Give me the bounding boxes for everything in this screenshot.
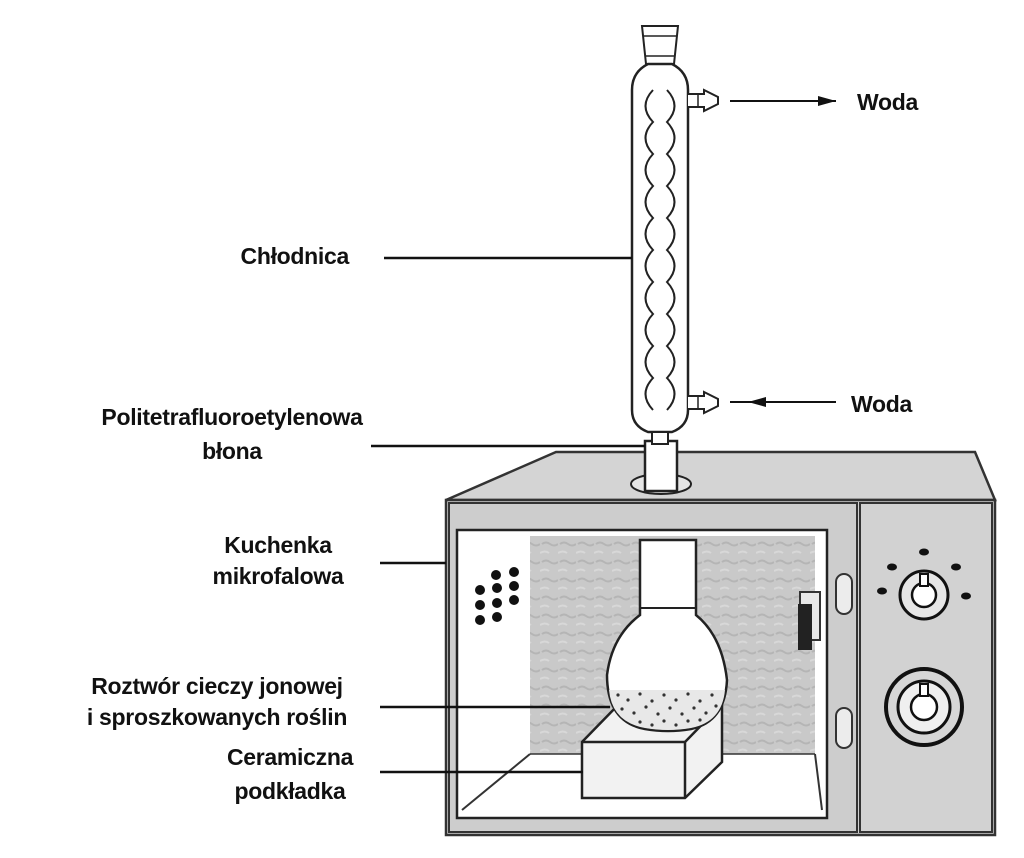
round-bottom-flask (605, 538, 729, 733)
water-in-arrow (730, 397, 836, 407)
label-oven-line2: mikrofalowa (213, 563, 344, 589)
plant-particles (616, 692, 718, 727)
door-latch (798, 604, 812, 650)
leader-lines (371, 256, 645, 774)
water-inlet-nozzle (688, 390, 719, 415)
oven-top (445, 450, 997, 502)
floor-line-right (814, 753, 823, 811)
water-out-arrow (730, 96, 836, 106)
timer-knob-icon[interactable] (898, 569, 950, 621)
label-solution-line1: Roztwór cieczy jonowej (91, 673, 343, 699)
power-knob-icon[interactable] (884, 667, 964, 747)
hinge-bottom (835, 707, 853, 749)
label-pad-line2: podkładka (234, 778, 346, 804)
hinge-top (835, 573, 853, 615)
condenser (630, 25, 719, 445)
label-oven-line1: Kuchenka (224, 532, 332, 558)
timer-dial-marks (877, 548, 971, 600)
water-outlet-nozzle (688, 88, 719, 113)
label-solution-line2: i sproszkowanych roślin (87, 704, 347, 730)
label-condenser: Chłodnica (241, 243, 350, 269)
label-water-out: Woda (857, 89, 918, 115)
ptfe-membrane (643, 439, 679, 493)
label-membrane-line1: Politetrafluoroetylenowa (101, 404, 363, 430)
plant-solution (609, 690, 725, 730)
vent-holes (475, 567, 519, 625)
label-membrane-line2: błona (202, 438, 262, 464)
label-water-in: Woda (851, 391, 912, 417)
label-pad-line1: Ceramiczna (227, 744, 354, 770)
microwave-oven (444, 450, 997, 837)
floor-line-left (461, 753, 531, 811)
